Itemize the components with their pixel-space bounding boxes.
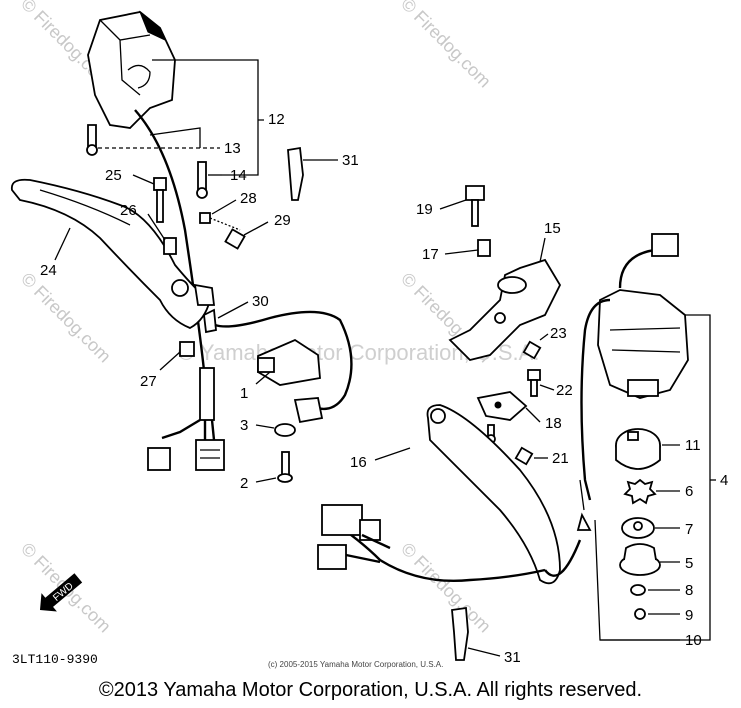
left-switch-housing bbox=[87, 10, 176, 129]
nut-23 bbox=[522, 340, 542, 360]
pin-19 bbox=[465, 185, 485, 227]
callout-12: 12 bbox=[268, 111, 285, 128]
footer-copyright: ©2013 Yamaha Motor Corporation, U.S.A. A… bbox=[98, 679, 643, 701]
callout-31-top: 31 bbox=[342, 152, 359, 169]
nut-21 bbox=[514, 446, 534, 466]
bolt-22 bbox=[527, 369, 541, 397]
callout-13: 13 bbox=[224, 140, 241, 157]
right-switch-housing bbox=[597, 289, 689, 399]
callout-23: 23 bbox=[550, 325, 567, 342]
callout-8: 8 bbox=[685, 582, 693, 599]
grommet-27 bbox=[179, 341, 195, 357]
callout-5: 5 bbox=[685, 555, 693, 572]
star-washer-6 bbox=[623, 478, 657, 505]
callout-4: 4 bbox=[720, 472, 728, 489]
callout-15: 15 bbox=[544, 220, 561, 237]
callout-29: 29 bbox=[274, 212, 291, 229]
nut-29 bbox=[224, 228, 246, 250]
switch-11 bbox=[615, 428, 661, 470]
small-copyright: (c) 2005-2015 Yamaha Motor Corporation, … bbox=[268, 660, 444, 669]
callout-11: 11 bbox=[685, 437, 701, 454]
watermark-firedog: © Firedog.com bbox=[17, 269, 115, 367]
washer-3 bbox=[274, 423, 296, 437]
watermark-firedog: © Firedog.com bbox=[397, 0, 495, 91]
screw-9 bbox=[634, 608, 646, 620]
callout-3: 3 bbox=[240, 417, 248, 434]
cap-7 bbox=[621, 517, 655, 539]
callout-19: 19 bbox=[416, 201, 433, 218]
callout-25: 25 bbox=[105, 167, 122, 184]
callout-27: 27 bbox=[140, 373, 157, 390]
callout-22: 22 bbox=[556, 382, 573, 399]
callout-26: 26 bbox=[120, 202, 137, 219]
left-harness bbox=[147, 367, 225, 471]
screw-14 bbox=[196, 161, 208, 199]
callout-7: 7 bbox=[685, 521, 693, 538]
callout-14: 14 bbox=[230, 167, 247, 184]
callout-31-bottom: 31 bbox=[504, 649, 521, 666]
key-31-top bbox=[287, 146, 304, 201]
callout-6: 6 bbox=[685, 483, 693, 500]
callout-28: 28 bbox=[240, 190, 257, 207]
watermark-firedog: © Firedog.com bbox=[397, 539, 495, 637]
front-brake-switch bbox=[476, 391, 528, 421]
lever-holder-15 bbox=[448, 258, 562, 361]
right-harness bbox=[317, 504, 582, 582]
callout-16: 16 bbox=[350, 454, 367, 471]
callout-21: 21 bbox=[552, 450, 569, 467]
collar-17 bbox=[477, 239, 491, 257]
callout-30: 30 bbox=[252, 293, 269, 310]
right-housing-cable bbox=[580, 298, 611, 501]
connector-top-right bbox=[651, 233, 679, 257]
callout-10: 10 bbox=[685, 632, 702, 649]
callout-9: 9 bbox=[685, 607, 693, 624]
callout-24: 24 bbox=[40, 262, 57, 279]
bolt-25 bbox=[153, 177, 167, 223]
bolt-28 bbox=[199, 212, 241, 231]
washer-8 bbox=[630, 584, 646, 596]
cap-5 bbox=[619, 543, 661, 576]
key-31-bottom bbox=[451, 606, 469, 661]
lever-holder bbox=[193, 283, 216, 306]
diagram-code: 3LT110-9390 bbox=[12, 652, 98, 667]
screw-30 bbox=[203, 308, 217, 334]
brake-lever bbox=[426, 404, 561, 585]
spring-screw bbox=[576, 479, 592, 531]
callout-17: 17 bbox=[422, 246, 439, 263]
screw-13 bbox=[86, 124, 98, 156]
bracket-12 bbox=[152, 59, 264, 176]
callout-18: 18 bbox=[545, 415, 562, 432]
screw-2 bbox=[277, 451, 293, 483]
callout-1: 1 bbox=[240, 385, 248, 402]
collar-26 bbox=[163, 237, 177, 255]
left-housing-cable bbox=[134, 109, 207, 381]
clutch-switch bbox=[257, 338, 321, 386]
callout-2: 2 bbox=[240, 475, 248, 492]
